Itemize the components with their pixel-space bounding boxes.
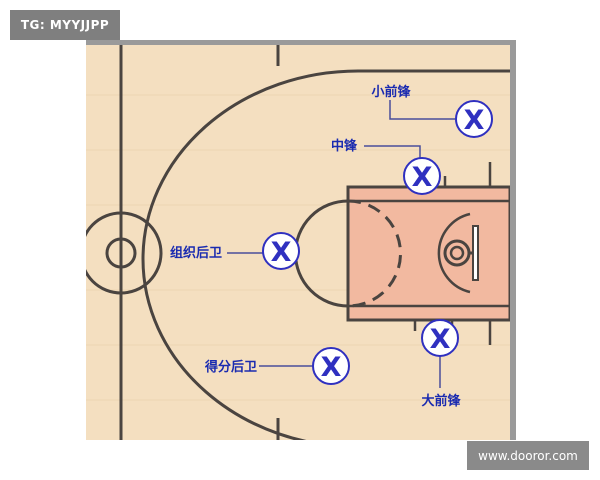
small-forward-marker: X: [455, 100, 493, 138]
shooting-guard-label: 得分后卫: [204, 359, 257, 375]
point-guard-marker-x: X: [271, 237, 292, 268]
shooting-guard-marker: X: [312, 347, 350, 385]
watermark-bottom-right: www.dooror.com: [467, 441, 589, 470]
small-forward-marker-ring: [455, 100, 493, 138]
power-forward-marker-x: X: [430, 324, 451, 355]
shooting-guard-marker-x: X: [321, 352, 342, 383]
center-circle-outer: [86, 211, 163, 295]
center-marker: X: [403, 157, 441, 195]
point-guard-marker-ring: [262, 232, 300, 270]
small-forward-leader: [389, 100, 455, 120]
center-marker-ring: [403, 157, 441, 195]
point-guard-marker: X: [262, 232, 300, 270]
court-frame: [86, 40, 516, 440]
center-circle-inner: [105, 237, 137, 269]
center-label: 中锋: [331, 138, 358, 154]
basket-net: [449, 245, 465, 261]
shooting-guard-marker-ring: [312, 347, 350, 385]
small-forward-label: 小前锋: [371, 84, 411, 100]
watermark-top-left: TG: MYYJJPP: [10, 10, 120, 40]
three-point-arc: [141, 69, 510, 440]
center-marker-x: X: [412, 162, 433, 193]
power-forward-label: 大前锋: [421, 393, 461, 409]
power-forward-marker-ring: [421, 319, 459, 357]
small-forward-marker-x: X: [464, 105, 485, 136]
power-forward-marker: X: [421, 319, 459, 357]
free-throw-arc-dashed: [347, 199, 402, 308]
restricted-area-arc: [437, 212, 471, 294]
backboard: [472, 225, 479, 281]
point-guard-label: 组织后卫: [170, 245, 222, 261]
